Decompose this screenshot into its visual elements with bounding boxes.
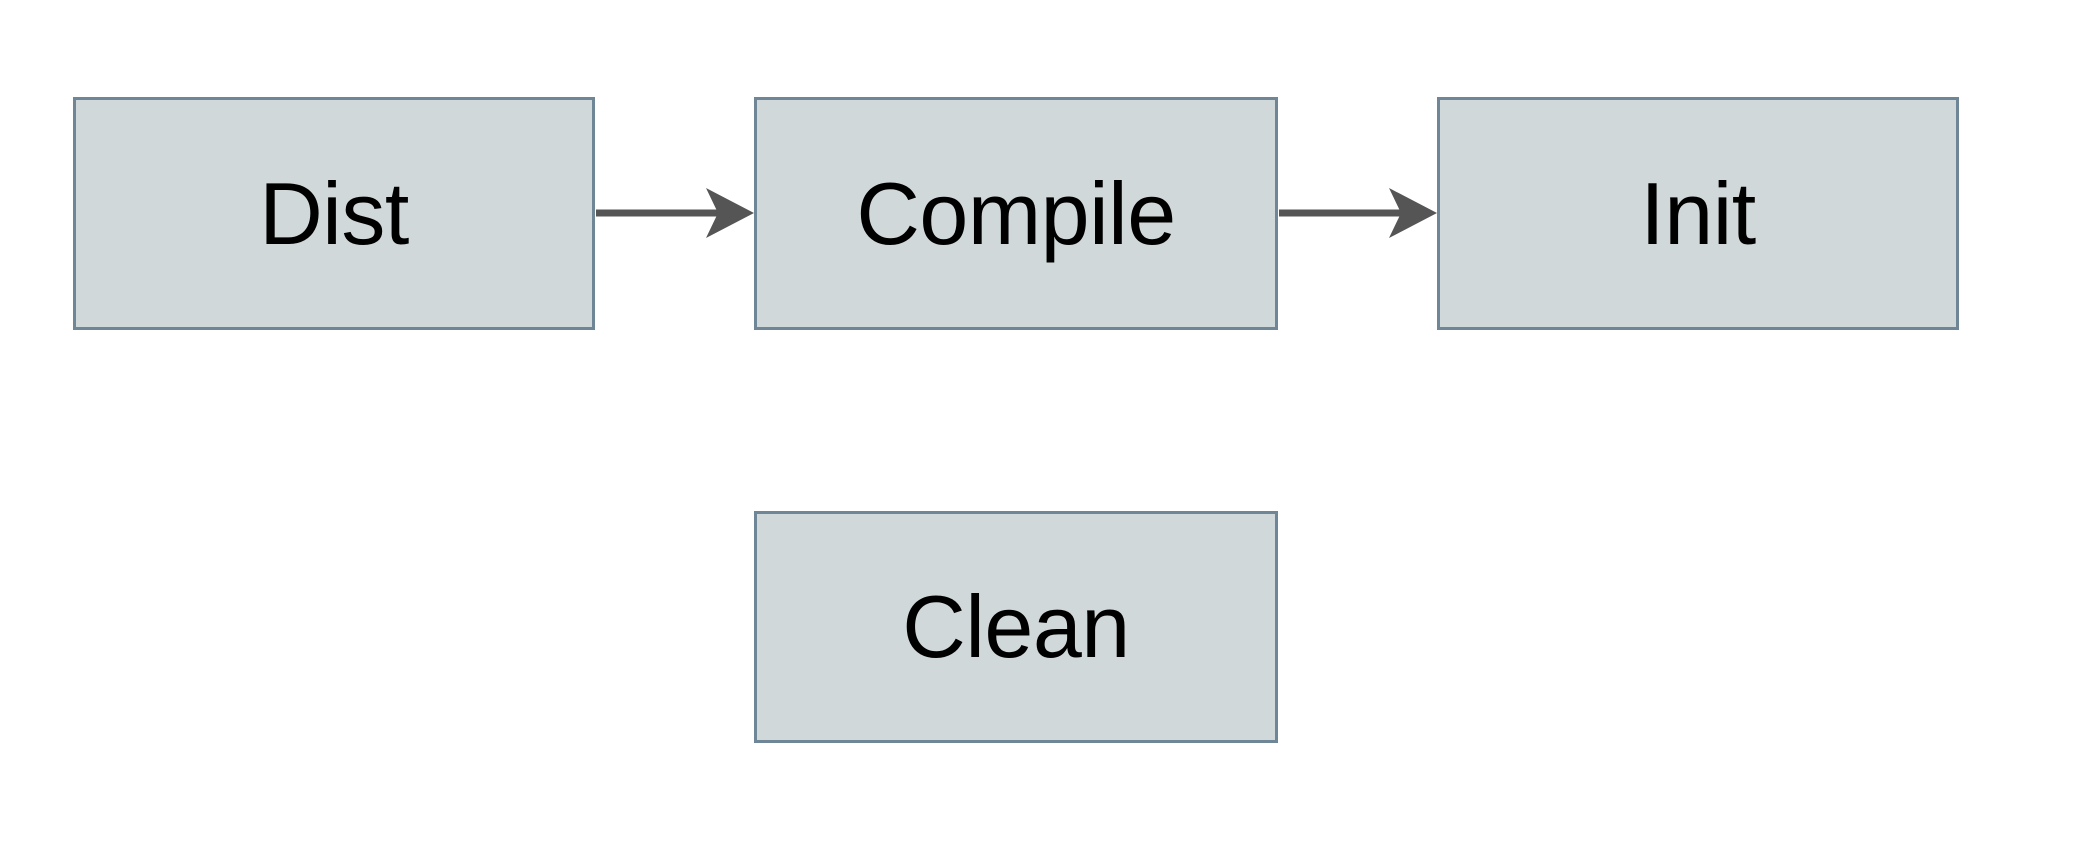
node-dist-label: Dist xyxy=(259,163,409,263)
edge-dist-to-compile xyxy=(596,188,754,238)
edge-compile-to-init-arrowhead xyxy=(1389,188,1437,238)
node-init[interactable]: Init xyxy=(1437,97,1959,330)
node-clean[interactable]: Clean xyxy=(754,511,1278,743)
edge-compile-to-init xyxy=(1279,188,1437,238)
node-compile-label: Compile xyxy=(856,163,1176,263)
node-clean-label: Clean xyxy=(902,577,1130,676)
node-init-label: Init xyxy=(1640,163,1756,263)
edge-dist-to-compile-arrowhead xyxy=(706,188,754,238)
node-dist[interactable]: Dist xyxy=(73,97,595,330)
node-compile[interactable]: Compile xyxy=(754,97,1278,330)
